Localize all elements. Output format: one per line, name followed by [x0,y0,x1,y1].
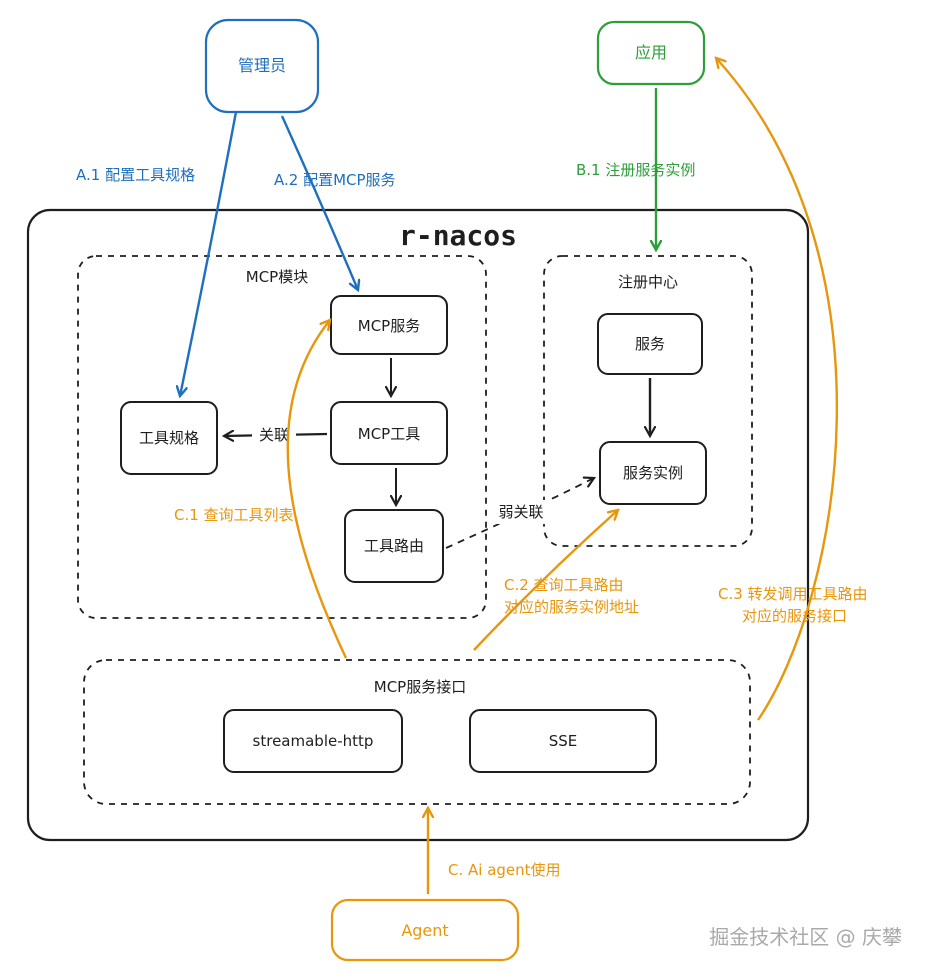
app-label: 应用 [635,43,667,62]
mcp-interface-label: MCP服务接口 [374,678,466,696]
tool-route-node [344,509,444,583]
service-instance-label: 服务实例 [623,464,683,482]
mcp-tool-label: MCP工具 [358,425,420,443]
registry-group [543,255,753,547]
service-instance-node [599,441,707,505]
app-node [596,20,706,86]
edge-c1-arrow [286,320,348,659]
edge-c3-label-line2: 对应的服务接口 [742,607,847,625]
tool-route-label: 工具路由 [364,537,424,555]
edge-c2-label-line1: C.2 查询工具路由 [504,576,624,594]
edge-c3-label-line1: C.3 转发调用工具路由 [718,585,868,603]
edge-b1-label: B.1 注册服务实例 [576,161,695,179]
admin-node [204,18,320,114]
edge-c1-label: C.1 查询工具列表 [174,506,294,524]
watermark: 掘金技术社区 @ 庆攀 [709,925,902,949]
registry-service-node [597,313,703,375]
sse-label: SSE [549,732,578,750]
streamable-http-label: streamable-http [253,732,374,750]
weak-relation-label: 弱关联 [498,503,543,521]
admin-label: 管理员 [238,56,286,75]
r-nacos-container [26,208,810,842]
r-nacos-title: r-nacos [399,219,517,252]
tool-spec-label: 工具规格 [139,429,199,447]
edge-c-label: C. Ai agent使用 [448,861,561,879]
registry-service-label: 服务 [635,335,665,353]
edge-a2-label: A.2 配置MCP服务 [274,171,396,189]
agent-node [330,898,520,962]
edge-a1-label: A.1 配置工具规格 [76,166,195,184]
streamable-http-node [223,709,403,773]
edge-c2-label-line2: 对应的服务实例地址 [504,598,639,616]
weak-label-bg [490,500,552,524]
tool-spec-node [120,401,218,475]
edge-c2-arrow [473,510,618,651]
edge-a2-arrow [280,115,358,290]
mcp-module-group [77,255,487,619]
edge-c3-arrow [716,58,838,721]
mcp-tool-node [330,401,448,465]
registry-label: 注册中心 [618,273,678,291]
mcp-module-label: MCP模块 [246,268,308,286]
mcp-service-label: MCP服务 [358,317,420,335]
sse-node [469,709,657,773]
agent-label: Agent [401,921,448,940]
relation-label: 关联 [259,426,289,444]
edge-a1-arrow [180,111,238,396]
